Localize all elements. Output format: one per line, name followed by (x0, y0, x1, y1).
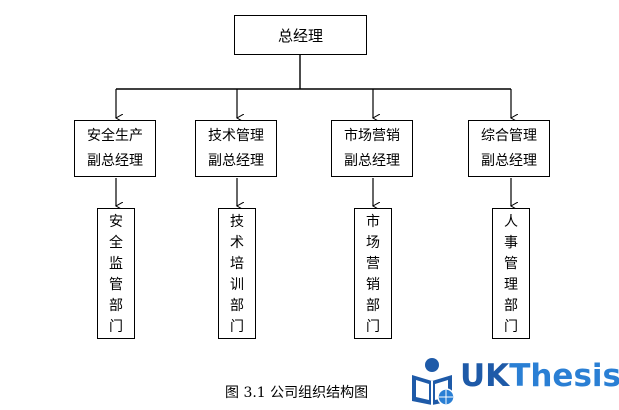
dept-char: 门 (109, 318, 123, 335)
logo-uk: UK (460, 358, 510, 394)
dept-char: 术 (230, 234, 244, 251)
watermark-logo: UKThesis (460, 358, 619, 394)
figure-caption: 图 3.1 公司组织结构图 (225, 385, 369, 401)
dept-char: 人 (504, 213, 518, 230)
dept-char: 全 (109, 234, 123, 251)
book-reader-icon (412, 358, 455, 406)
dept-char: 门 (504, 318, 518, 335)
logo-thesis: Thesis (509, 358, 619, 394)
manager-label-line1: 技术管理 (208, 127, 264, 144)
dept-char: 管 (504, 255, 518, 272)
dept-box-marketing: 市 场 营 销 部 门 (354, 208, 392, 339)
manager-label-line2: 副总经理 (481, 152, 537, 169)
dept-char: 培 (230, 255, 244, 272)
dept-char: 场 (366, 234, 380, 251)
dept-char: 部 (230, 297, 244, 314)
dept-char: 门 (366, 318, 380, 335)
dept-char: 管 (109, 276, 123, 293)
dept-char: 营 (366, 255, 380, 272)
manager-label-line2: 副总经理 (208, 152, 264, 169)
manager-box-admin: 综合管理 副总经理 (468, 120, 550, 177)
manager-label-line2: 副总经理 (87, 152, 143, 169)
manager-label-line1: 市场营销 (344, 127, 400, 144)
manager-label-line2: 副总经理 (344, 152, 400, 169)
manager-box-safety: 安全生产 副总经理 (74, 120, 156, 177)
dept-char: 理 (504, 276, 518, 293)
general-manager-label: 总经理 (277, 26, 323, 45)
manager-box-tech: 技术管理 副总经理 (195, 120, 277, 177)
dept-box-hr: 人 事 管 理 部 门 (492, 208, 530, 339)
dept-char: 监 (109, 255, 123, 272)
manager-label-line1: 综合管理 (481, 127, 537, 144)
manager-label-line1: 安全生产 (87, 127, 143, 144)
dept-char: 部 (109, 297, 123, 314)
dept-char: 训 (230, 276, 244, 293)
dept-char: 部 (504, 297, 518, 314)
general-manager-box: 总经理 (234, 15, 367, 55)
dept-char: 技 (230, 213, 244, 230)
dept-box-safety: 安 全 监 管 部 门 (97, 208, 135, 339)
manager-box-marketing: 市场营销 副总经理 (331, 120, 413, 177)
dept-char: 事 (504, 234, 518, 251)
dept-char: 销 (366, 276, 380, 293)
dept-char: 市 (366, 213, 380, 230)
dept-char: 部 (366, 297, 380, 314)
dept-char: 安 (109, 213, 123, 230)
dept-char: 门 (230, 318, 244, 335)
dept-box-tech: 技 术 培 训 部 门 (218, 208, 256, 339)
